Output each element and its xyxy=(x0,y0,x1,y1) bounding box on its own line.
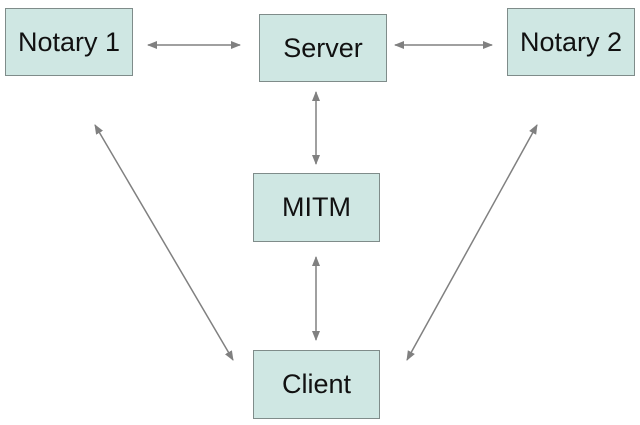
node-notary-2: Notary 2 xyxy=(507,8,635,76)
node-mitm: MITM xyxy=(253,173,380,242)
edge-notary1-client xyxy=(94,124,234,361)
node-mitm-label: MITM xyxy=(282,192,351,222)
node-notary-1-label: Notary 1 xyxy=(17,26,121,57)
node-notary-2-label: Notary 2 xyxy=(519,26,623,57)
edge-notary2-client xyxy=(406,124,538,361)
node-server: Server xyxy=(259,14,387,82)
node-client: Client xyxy=(253,350,380,419)
node-server-label: Server xyxy=(283,32,363,63)
node-notary-1: Notary 1 xyxy=(5,8,133,76)
node-client-label: Client xyxy=(281,369,352,399)
